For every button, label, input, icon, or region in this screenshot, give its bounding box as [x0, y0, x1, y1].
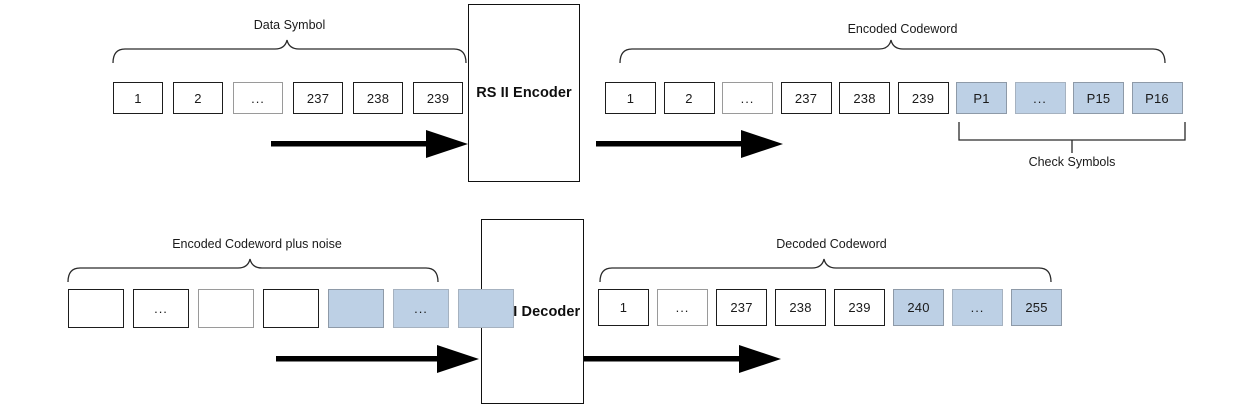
brace-encoded-codeword-plus-noise	[67, 258, 439, 283]
cell-label: 237	[794, 90, 818, 106]
cell-label: 2	[685, 90, 693, 106]
decoder-input-cell[interactable]	[68, 289, 124, 328]
cell-label: 237	[730, 300, 753, 315]
encoder-output-cell[interactable]: P16	[1131, 82, 1183, 114]
encoder-output-cell[interactable]: 238	[839, 82, 890, 114]
encoder-input-cell[interactable]: 238	[353, 82, 403, 114]
decoder-output-cell[interactable]: 255	[1011, 289, 1062, 326]
cell-label: ...	[251, 90, 265, 106]
encoder-output-cell[interactable]: P15	[1073, 82, 1124, 114]
cell-label: 239	[911, 90, 935, 106]
encoder-output-cell[interactable]: P1	[956, 82, 1007, 114]
decoder-input-cell[interactable]: ...	[133, 289, 189, 328]
decoder-input-cell[interactable]	[458, 289, 514, 328]
encoder-output-cell[interactable]: 237	[780, 82, 832, 114]
encoder-output-cell[interactable]: ...	[1014, 82, 1066, 114]
cell-label: 1	[626, 90, 635, 106]
arrow-noisy-to-decoder	[276, 345, 479, 373]
encoder-input-cell[interactable]: 239	[413, 82, 463, 114]
cell-label: ...	[675, 300, 690, 315]
encoder-output-cell[interactable]: 2	[663, 82, 715, 114]
encoder-input-cell[interactable]: ...	[233, 82, 283, 114]
encoder-output-cell[interactable]: ...	[722, 82, 773, 114]
label-data-symbol: Data Symbol	[253, 18, 326, 32]
cell-label: 240	[907, 300, 930, 315]
cell-label: ...	[970, 300, 985, 315]
label-decoded-codeword: Decoded Codeword	[776, 237, 887, 251]
rs-ii-encoder-block[interactable]: RS II Encoder	[468, 4, 580, 182]
cell-label: 1	[134, 90, 142, 106]
label-check-symbols: Check Symbols	[1028, 155, 1116, 169]
cell-label: P15	[1086, 90, 1111, 106]
cell-label: P1	[973, 90, 990, 106]
cell-label: 255	[1025, 300, 1048, 315]
cell-label: 239	[426, 90, 450, 106]
decoder-input-cell[interactable]	[263, 289, 319, 328]
label-encoded-codeword-plus-noise: Encoded Codeword plus noise	[172, 237, 342, 251]
brace-encoded-codeword	[619, 39, 1166, 64]
arrow-data-to-encoder	[271, 130, 468, 158]
decoder-output-cell[interactable]: 1	[598, 289, 649, 326]
cell-label: 238	[366, 90, 390, 106]
cell-label: ...	[154, 301, 168, 316]
encoder-input-cell[interactable]: 237	[293, 82, 343, 114]
decoder-input-cell[interactable]: ...	[393, 289, 449, 328]
decoder-output-cell[interactable]: 237	[716, 289, 767, 326]
decoder-output-cell[interactable]: 239	[834, 289, 885, 326]
cell-label: P16	[1145, 90, 1169, 106]
brace-data-symbol	[112, 39, 467, 64]
arrow-decoder-to-decoded	[584, 345, 781, 373]
decoder-input-cell[interactable]	[198, 289, 254, 328]
cell-label: ...	[740, 90, 755, 106]
encoder-input-cell[interactable]: 2	[173, 82, 223, 114]
cell-label: ...	[1033, 90, 1047, 106]
cell-label: ...	[414, 301, 428, 316]
cell-label: 238	[789, 300, 812, 315]
cell-label: 1	[619, 300, 628, 315]
label-encoded-codeword: Encoded Codeword	[847, 22, 958, 36]
arrow-encoder-to-codeword	[596, 130, 783, 158]
bracket-check-symbols	[958, 122, 1186, 141]
decoder-output-cell[interactable]: ...	[657, 289, 708, 326]
brace-decoded-codeword	[599, 258, 1052, 283]
encoder-output-cell[interactable]: 239	[897, 82, 949, 114]
cell-label: 2	[194, 90, 202, 106]
encoder-input-cell[interactable]: 1	[113, 82, 163, 114]
cell-label: 237	[306, 90, 330, 106]
encoder-output-cell[interactable]: 1	[605, 82, 656, 114]
cell-label: 239	[848, 300, 871, 315]
decoder-output-cell[interactable]: 238	[775, 289, 826, 326]
cell-label: 238	[853, 90, 876, 106]
decoder-output-cell[interactable]: ...	[952, 289, 1003, 326]
decoder-input-cell[interactable]	[328, 289, 384, 328]
decoder-output-cell[interactable]: 240	[893, 289, 944, 326]
